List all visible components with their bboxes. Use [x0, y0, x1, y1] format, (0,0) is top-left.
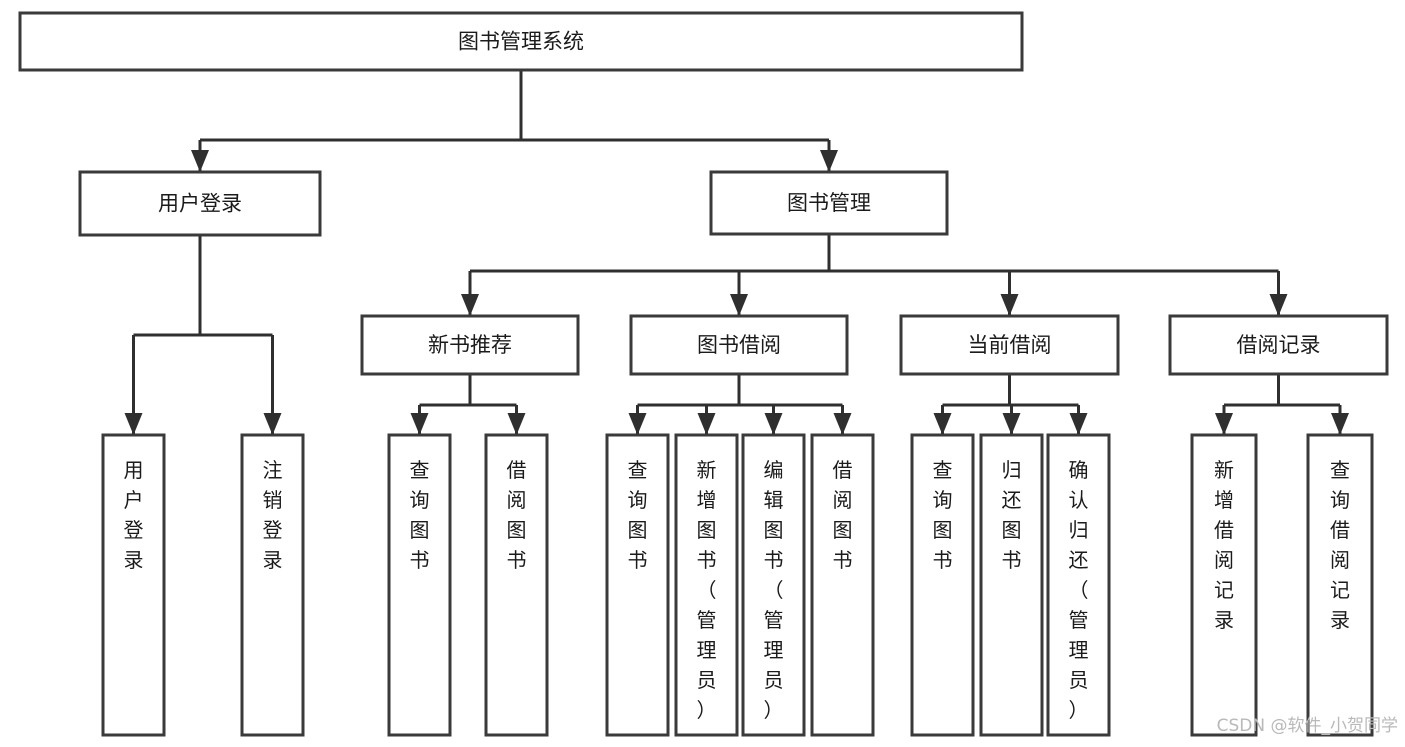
arrow-head [628, 413, 647, 435]
arrow-head [410, 413, 429, 435]
arrow-head [933, 413, 952, 435]
node-label: 新书推荐 [428, 333, 512, 357]
node-box [78, 170, 322, 237]
node-new-book-recommend[interactable]: 新书推荐 [360, 314, 580, 376]
node-label: 图书借阅 [697, 333, 781, 357]
node-box [484, 433, 549, 737]
node-current-borrow[interactable]: 当前借阅 [899, 314, 1120, 376]
node-label: 查询借阅记录 [1330, 458, 1350, 632]
node-borrow-query-book[interactable]: 查询图书 [605, 433, 670, 737]
node-label: 查询图书 [628, 458, 648, 572]
node-box [240, 433, 305, 737]
node-label: 确认归还（管理员） [1069, 458, 1089, 722]
arrow-head [1269, 294, 1288, 316]
node-box [910, 433, 975, 737]
node-layer: 图书管理系统用户登录用户登录注销登录图书管理新书推荐查询图书借阅图书图书借阅查询… [18, 11, 1389, 737]
node-book-borrow[interactable]: 图书借阅 [629, 314, 849, 376]
node-box [1046, 433, 1111, 737]
node-box [1168, 314, 1389, 376]
arrow-head [833, 413, 852, 435]
arrow-head [730, 294, 748, 316]
node-box [605, 433, 670, 737]
node-box [18, 11, 1024, 72]
node-box [629, 314, 849, 376]
node-book-manage[interactable]: 图书管理 [709, 170, 949, 236]
node-root[interactable]: 图书管理系统 [18, 11, 1024, 72]
arrow-head [461, 294, 479, 316]
node-label: 查询图书 [410, 458, 430, 572]
node-label: 编辑图书（管理员） [764, 458, 784, 722]
arrow-head [697, 413, 716, 435]
node-recommend-borrow-book[interactable]: 借阅图书 [484, 433, 549, 737]
node-record-query[interactable]: 查询借阅记录 [1306, 433, 1374, 737]
node-box [674, 433, 739, 737]
node-label: 借阅记录 [1237, 333, 1321, 357]
node-record-add[interactable]: 新增借阅记录 [1190, 433, 1258, 737]
arrow-head [263, 413, 282, 435]
node-box [360, 314, 580, 376]
node-box [899, 314, 1120, 376]
arrow-head [1331, 413, 1349, 435]
node-user-login[interactable]: 用户登录 [78, 170, 322, 237]
node-current-return-book[interactable]: 归还图书 [979, 433, 1044, 737]
arrow-head [764, 413, 783, 435]
node-box [810, 433, 875, 737]
arrow-head [191, 150, 209, 172]
node-borrow-record[interactable]: 借阅记录 [1168, 314, 1389, 376]
node-label: 当前借阅 [968, 333, 1052, 357]
node-box [101, 433, 166, 737]
node-user-logout-action[interactable]: 注销登录 [240, 433, 305, 737]
arrow-head [507, 413, 526, 435]
arrow-head [124, 413, 143, 435]
node-label: 新增图书（管理员） [697, 458, 717, 722]
node-label: 注销登录 [263, 458, 283, 572]
node-box [1190, 433, 1258, 737]
node-label: 图书管理系统 [458, 30, 584, 54]
watermark-label: CSDN @软件_小贺同学 [1217, 716, 1398, 736]
node-borrow-add-book[interactable]: 新增图书（管理员） [674, 433, 739, 737]
node-box [1306, 433, 1374, 737]
arrow-head [1215, 413, 1233, 435]
node-current-confirm-return[interactable]: 确认归还（管理员） [1046, 433, 1111, 737]
node-label: 用户登录 [158, 192, 242, 216]
arrow-head [1069, 413, 1088, 435]
node-label: 查询图书 [933, 458, 953, 572]
node-label: 新增借阅记录 [1214, 458, 1234, 632]
node-borrow-edit-book[interactable]: 编辑图书（管理员） [741, 433, 806, 737]
node-box [741, 433, 806, 737]
node-current-query-book[interactable]: 查询图书 [910, 433, 975, 737]
arrow-head [820, 150, 838, 172]
arrow-head [1000, 294, 1019, 316]
node-borrow-borrow-book[interactable]: 借阅图书 [810, 433, 875, 737]
node-user-login-action[interactable]: 用户登录 [101, 433, 166, 737]
node-recommend-query-book[interactable]: 查询图书 [387, 433, 452, 737]
node-box [709, 170, 949, 236]
node-label: 用户登录 [124, 458, 144, 572]
node-label: 借阅图书 [833, 458, 853, 572]
arrow-head [1002, 413, 1021, 435]
node-label: 归还图书 [1002, 458, 1022, 572]
node-label: 借阅图书 [507, 458, 527, 572]
connector-layer [124, 70, 1349, 435]
node-label: 图书管理 [787, 191, 871, 215]
node-box [387, 433, 452, 737]
node-box [979, 433, 1044, 737]
